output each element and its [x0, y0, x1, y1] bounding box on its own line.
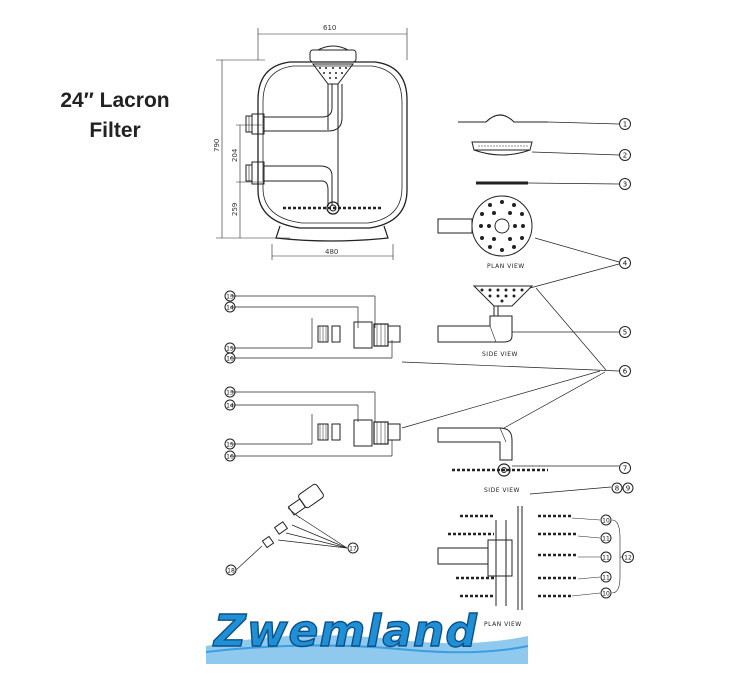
part-4-diffuser: [437, 195, 631, 343]
diagram-title: 24″ Lacron Filter: [40, 86, 190, 146]
callout-10: 10: [602, 518, 610, 525]
part-drain: [225, 483, 359, 576]
callout-11c: 11: [602, 575, 610, 582]
callout-10b: 10: [602, 591, 610, 598]
dim-width-top: 610: [323, 24, 336, 32]
part-2-lid: [471, 141, 631, 161]
callout-11b: 11: [602, 555, 610, 562]
callout-7: 7: [623, 465, 627, 473]
title-line-1: 24″ Lacron: [60, 89, 170, 112]
zwemland-logo: Zwemland: [205, 605, 529, 664]
dim-height-upper: 204: [231, 148, 239, 162]
plan-view-label-2: PLAN VIEW: [484, 621, 522, 628]
part-3-oring: [476, 178, 631, 190]
dim-width-base: 480: [325, 248, 338, 256]
callout-15b: 15: [226, 442, 234, 449]
callout-18: 18: [227, 568, 235, 575]
part-laterals: [437, 482, 634, 610]
callout-1: 1: [623, 121, 627, 129]
callout-6: 6: [623, 368, 628, 376]
callout-4: 4: [623, 260, 628, 268]
callout-13a: 13: [226, 294, 234, 301]
callout-3: 3: [623, 181, 627, 189]
dim-height-total: 790: [213, 139, 221, 152]
callout-16a: 16: [226, 356, 234, 363]
callout-5: 5: [623, 329, 627, 337]
callout-9: 9: [626, 485, 630, 493]
side-view-label-2: SIDE VIEW: [484, 487, 520, 494]
callout-16b: 16: [226, 454, 234, 461]
callout-11a: 11: [602, 536, 610, 543]
callout-8: 8: [615, 485, 619, 493]
part-6-pipes: [224, 287, 631, 462]
filter-tank-drawing: [216, 28, 408, 260]
callout-12: 12: [624, 555, 632, 562]
side-view-label-1: SIDE VIEW: [482, 351, 518, 358]
part-1-cap: [458, 114, 631, 130]
part-7-hub: [437, 427, 631, 477]
callout-14a: 14: [226, 305, 234, 312]
callout-2: 2: [623, 152, 627, 160]
callout-17: 17: [349, 546, 357, 553]
logo-text: Zwemland: [212, 606, 478, 657]
title-line-2: Filter: [89, 119, 141, 142]
callout-14b: 14: [226, 403, 234, 410]
plan-view-label-1: PLAN VIEW: [487, 263, 525, 270]
callout-13b: 13: [226, 390, 234, 397]
dim-height-lower: 259: [231, 203, 239, 216]
callout-15a: 15: [226, 346, 234, 353]
